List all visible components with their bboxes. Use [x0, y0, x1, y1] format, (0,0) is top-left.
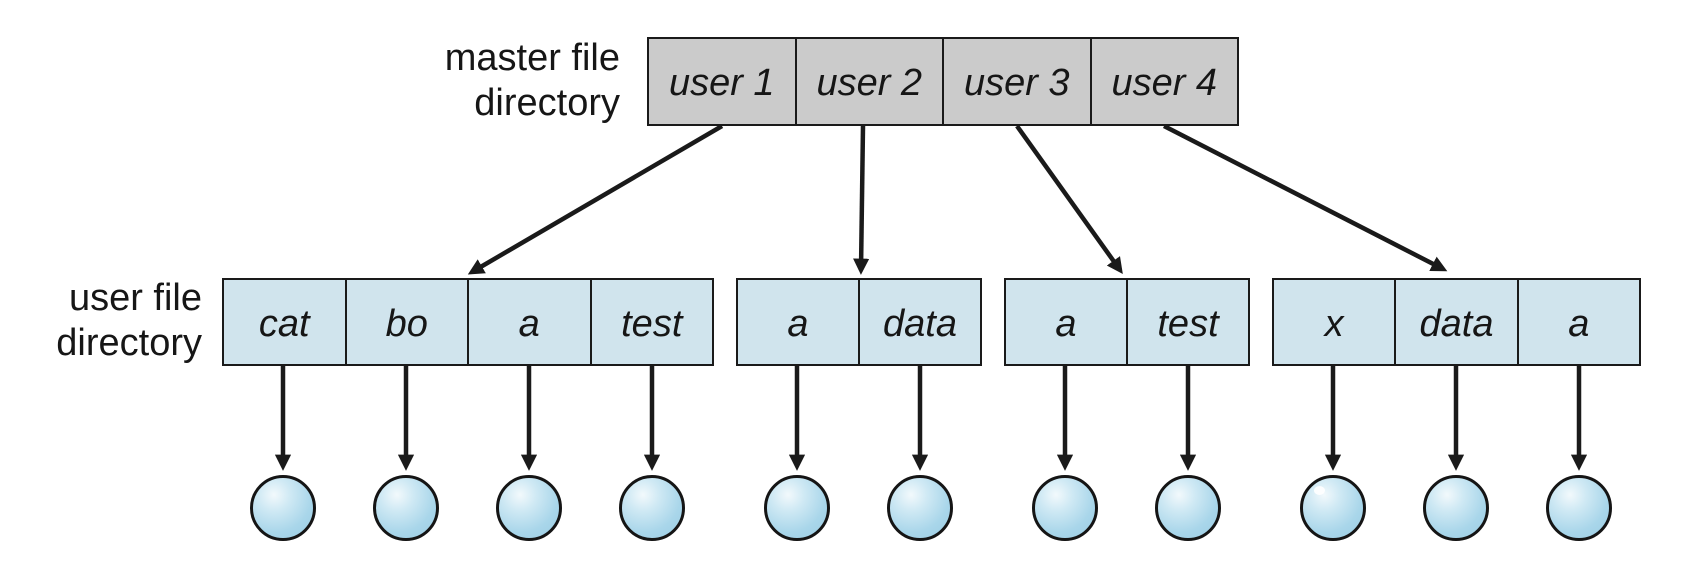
file-node-7: [1032, 475, 1098, 541]
ufd3-cell-a: a: [1055, 302, 1077, 345]
ufd4-cell-data: data: [1394, 280, 1516, 364]
file-node-11: [1546, 475, 1612, 541]
user-file-directory-table-2: a data: [736, 278, 982, 366]
ufd4-cell-a: a: [1516, 280, 1639, 364]
file-node-6: [887, 475, 953, 541]
ufd4-cell-x: x: [1324, 302, 1344, 345]
ufd1-cell-bo: bo: [344, 280, 468, 364]
mfd-cell-user-2: user 2: [794, 39, 943, 124]
user-file-directory-table-1: cat bo a test: [222, 278, 714, 366]
ufd2-cell-data: data: [858, 280, 980, 364]
file-node-4: [619, 475, 685, 541]
user-file-directory-table-4: x data a: [1272, 278, 1641, 366]
mfd-cell-user-1: user 1: [668, 62, 775, 104]
ufd1-cell-a: a: [467, 280, 590, 364]
ufd3-cell-test: test: [1126, 280, 1248, 364]
mfd-cell-user-3: user 3: [942, 39, 1090, 124]
arrow-user4-to-ufd4: [1162, 123, 1448, 272]
ufd1-cell-cat: cat: [258, 302, 310, 345]
master-file-directory-table: user 1 user 2 user 3 user 4: [647, 37, 1239, 126]
arrow-user1-to-ufd1: [467, 124, 724, 275]
master-file-directory-label: master file directory: [444, 37, 620, 124]
ufd2-cell-a: a: [787, 302, 809, 345]
file-node-1: [250, 475, 316, 541]
file-node-2: [373, 475, 439, 541]
mfd-cell-user-4: user 4: [1089, 39, 1238, 124]
user-file-directory-table-3: a test: [1004, 278, 1250, 366]
file-node-9: [1300, 475, 1366, 541]
arrow-user3-to-ufd3: [1015, 124, 1123, 274]
ufd1-cell-test: test: [589, 280, 713, 364]
file-node-3: [496, 475, 562, 541]
file-node-10: [1423, 475, 1489, 541]
arrow-user2-to-ufd2: [853, 125, 870, 275]
file-node-5: [764, 475, 830, 541]
user-file-directory-label: user file directory: [56, 277, 202, 364]
file-node-8: [1155, 475, 1221, 541]
